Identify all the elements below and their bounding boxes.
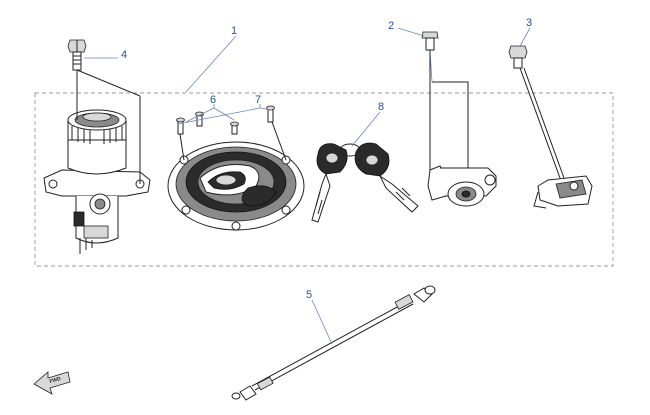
callout-8: 8	[378, 101, 384, 113]
callout-labels: 1 2 3 4 5 6 7 8	[121, 17, 532, 301]
part-bolt-4	[67, 39, 87, 71]
assembly-lines	[76, 50, 469, 184]
fwd-label: FWD	[49, 376, 62, 385]
part-fuel-cap	[167, 141, 305, 231]
part-keys	[311, 142, 419, 223]
part-bolt-2	[421, 31, 439, 51]
callout-7: 7	[255, 94, 261, 106]
callout-4: 4	[121, 49, 127, 61]
callout-3: 3	[526, 17, 532, 29]
callout-2: 2	[388, 20, 394, 32]
assembly-frame	[34, 92, 614, 267]
callout-5: 5	[306, 289, 312, 301]
part-cable-5	[231, 285, 436, 401]
part-screws-6-7	[176, 105, 275, 135]
part-seat-lock	[427, 165, 497, 207]
fwd-arrow-icon: FWD	[33, 371, 71, 395]
part-bolt-3	[508, 45, 528, 69]
callout-6: 6	[210, 94, 216, 106]
callout-1: 1	[231, 25, 237, 37]
part-ignition-switch	[43, 109, 151, 254]
part-seat-latch	[519, 67, 593, 209]
